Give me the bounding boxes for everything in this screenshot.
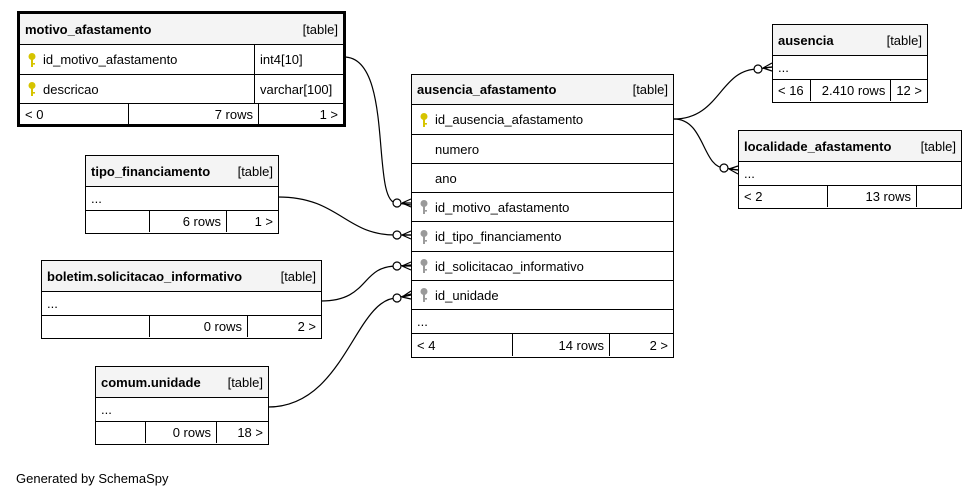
column-name: id_motivo_afastamento bbox=[43, 52, 178, 67]
child-count: 2 > bbox=[649, 337, 668, 353]
columns-ellipsis-row: ... bbox=[412, 309, 673, 333]
columns-ellipsis-row: ... bbox=[42, 291, 321, 315]
table-kind: [table] bbox=[237, 163, 273, 179]
generated-by-label: Generated by SchemaSpy bbox=[16, 471, 169, 486]
foreign-key-icon bbox=[420, 259, 428, 273]
table-tipo-financiamento[interactable]: tipo_financiamento [table] ... 6 rows 1 … bbox=[85, 155, 279, 234]
row-count: 0 rows bbox=[203, 319, 242, 334]
column-name: id_unidade bbox=[435, 287, 499, 303]
table-comum-unidade[interactable]: comum.unidade [table] ... 0 rows 18 > bbox=[95, 366, 269, 445]
ellipsis: ... bbox=[744, 166, 755, 181]
table-boletim-solicitacao-informativo[interactable]: boletim.solicitacao_informativo [table] … bbox=[41, 260, 322, 339]
table-footer: < 16 2.410 rows 12 > bbox=[773, 79, 927, 101]
table-header: ausencia_afastamento [table] bbox=[412, 75, 673, 104]
row-count: 14 rows bbox=[558, 337, 604, 353]
table-name: localidade_afastamento bbox=[744, 138, 892, 154]
column-row: id_motivo_afastamento bbox=[412, 192, 673, 221]
columns-ellipsis-row: ... bbox=[739, 161, 961, 185]
table-kind: [table] bbox=[302, 21, 338, 37]
foreign-key-icon bbox=[420, 288, 428, 302]
table-footer: < 0 7 rows 1 > bbox=[20, 103, 343, 124]
parent-count: < 0 bbox=[25, 106, 44, 122]
column-name: id_motivo_afastamento bbox=[435, 199, 570, 215]
table-header: boletim.solicitacao_informativo [table] bbox=[42, 261, 321, 291]
column-name: id_tipo_financiamento bbox=[435, 229, 562, 244]
table-ausencia[interactable]: ausencia [table] ... < 16 2.410 rows 12 … bbox=[772, 24, 928, 103]
child-count: 1 > bbox=[319, 106, 338, 122]
row-count: 13 rows bbox=[865, 189, 911, 204]
row-count: 7 rows bbox=[214, 106, 253, 122]
child-count: 1 > bbox=[254, 214, 273, 229]
table-name: comum.unidade bbox=[101, 374, 201, 390]
table-header: localidade_afastamento [table] bbox=[739, 131, 961, 161]
table-name: ausencia bbox=[778, 32, 834, 48]
column-row: numero bbox=[412, 134, 673, 163]
edge-tipo-financiamento bbox=[277, 196, 411, 236]
table-footer: 0 rows 2 > bbox=[42, 315, 321, 337]
column-name: numero bbox=[435, 141, 480, 157]
table-footer: 6 rows 1 > bbox=[86, 210, 278, 232]
child-count: 12 > bbox=[896, 83, 922, 98]
table-name: boletim.solicitacao_informativo bbox=[47, 268, 243, 284]
column-row: ano bbox=[412, 163, 673, 192]
table-footer: < 2 13 rows bbox=[739, 185, 961, 207]
parent-count: < 16 bbox=[778, 83, 804, 98]
table-footer: 0 rows 18 > bbox=[96, 421, 268, 443]
table-name: motivo_afastamento bbox=[25, 21, 152, 37]
columns-ellipsis-row: ... bbox=[86, 186, 278, 210]
ellipsis: ... bbox=[47, 296, 58, 311]
column-row: id_tipo_financiamento bbox=[412, 221, 673, 251]
columns-ellipsis-row: ... bbox=[96, 397, 268, 421]
table-kind: [table] bbox=[280, 268, 316, 284]
table-ausencia-afastamento[interactable]: ausencia_afastamento [table] id_ausencia… bbox=[411, 74, 674, 358]
column-name: id_solicitacao_informativo bbox=[435, 258, 584, 274]
edge-unidade bbox=[267, 293, 412, 408]
table-kind: [table] bbox=[227, 374, 263, 390]
table-header: ausencia [table] bbox=[773, 25, 927, 55]
primary-key-icon bbox=[28, 52, 36, 67]
table-header: motivo_afastamento [table] bbox=[20, 14, 343, 44]
foreign-key-icon bbox=[420, 200, 428, 214]
ellipsis: ... bbox=[91, 191, 102, 206]
table-footer: < 4 14 rows 2 > bbox=[412, 333, 673, 356]
table-kind: [table] bbox=[632, 82, 668, 97]
foreign-key-icon bbox=[420, 229, 428, 244]
ellipsis: ... bbox=[101, 402, 112, 417]
table-header: tipo_financiamento [table] bbox=[86, 156, 278, 186]
column-row: id_unidade bbox=[412, 280, 673, 309]
table-kind: [table] bbox=[920, 138, 956, 154]
column-name: descricao bbox=[43, 81, 99, 97]
column-type: int4[10] bbox=[260, 52, 303, 67]
child-count: 18 > bbox=[237, 425, 263, 440]
edge-localidade bbox=[673, 118, 739, 171]
edge-motivo-afastamento bbox=[343, 56, 412, 206]
table-header: comum.unidade [table] bbox=[96, 367, 268, 397]
child-count: 2 > bbox=[297, 319, 316, 334]
row-count: 2.410 rows bbox=[821, 83, 886, 98]
parent-count: < 2 bbox=[744, 189, 763, 204]
column-row: id_ausencia_afastamento bbox=[412, 104, 673, 134]
primary-key-icon bbox=[28, 82, 36, 96]
column-row: id_motivo_afastamento int4[10] bbox=[20, 44, 343, 74]
row-count: 0 rows bbox=[172, 425, 211, 440]
parent-count: < 4 bbox=[417, 337, 436, 353]
table-motivo-afastamento[interactable]: motivo_afastamento [table] id_motivo_afa… bbox=[17, 11, 346, 127]
row-count: 6 rows bbox=[182, 214, 221, 229]
column-row: id_solicitacao_informativo bbox=[412, 251, 673, 280]
column-type: varchar[100] bbox=[260, 81, 333, 97]
column-row: descricao varchar[100] bbox=[20, 74, 343, 103]
primary-key-icon bbox=[420, 112, 428, 127]
column-name: id_ausencia_afastamento bbox=[435, 112, 584, 127]
edge-ausencia bbox=[673, 66, 773, 120]
table-kind: [table] bbox=[886, 32, 922, 48]
table-name: ausencia_afastamento bbox=[417, 82, 557, 97]
table-localidade-afastamento[interactable]: localidade_afastamento [table] ... < 2 1… bbox=[738, 130, 962, 209]
columns-ellipsis-row: ... bbox=[773, 55, 927, 79]
table-name: tipo_financiamento bbox=[91, 163, 211, 179]
column-name: ano bbox=[435, 170, 457, 186]
ellipsis: ... bbox=[778, 60, 789, 75]
ellipsis: ... bbox=[417, 314, 428, 329]
